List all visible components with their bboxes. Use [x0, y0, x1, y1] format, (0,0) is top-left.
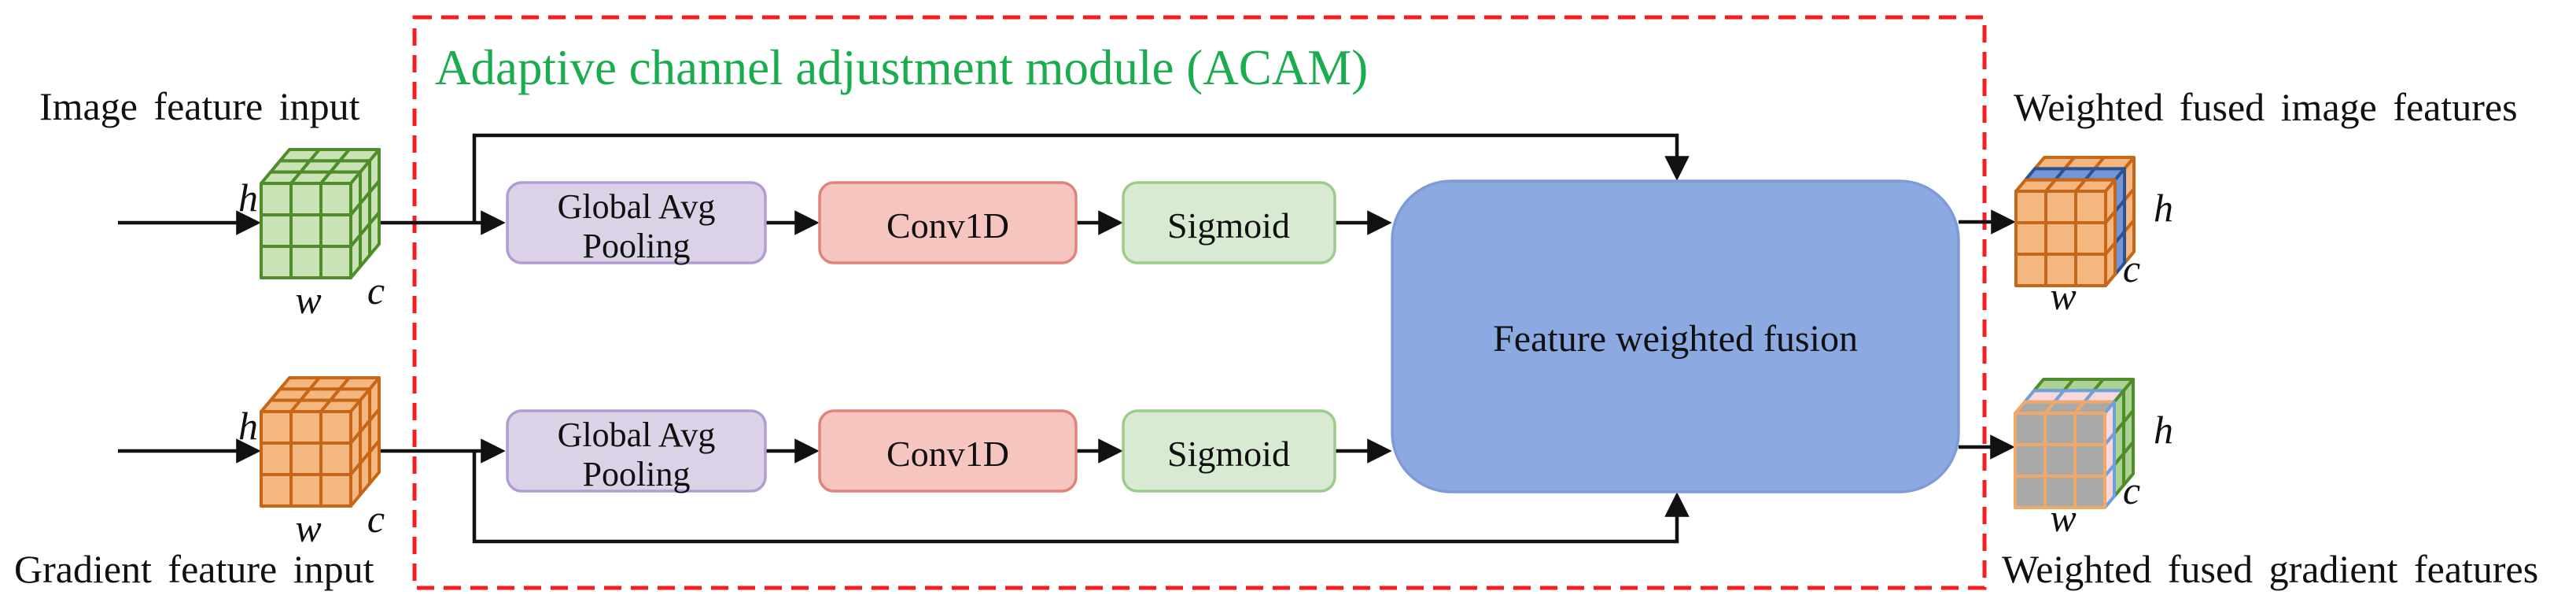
gradient-feature-cube	[260, 376, 381, 508]
sigmoid-block-image-label: Sigmoid	[1167, 205, 1290, 246]
fused-gradient-feature-cube	[2014, 378, 2135, 509]
image-feature-cube	[260, 148, 381, 279]
dim-h-gradient-input: h	[238, 404, 258, 448]
gap-block-image-label-line2: Pooling	[583, 227, 691, 265]
dim-h-fused-gradient: h	[2154, 408, 2173, 452]
gradient-feature-input-label: Gradient feature input	[14, 547, 374, 591]
fusion-block	[1391, 179, 1960, 493]
fused-image-feature-cube	[2014, 156, 2136, 287]
dim-c-fused-gradient: c	[2123, 468, 2140, 512]
gap-block-gradient-label-line1: Global Avg	[558, 416, 716, 454]
gap-block-gradient	[506, 409, 767, 493]
dim-c-image-input: c	[367, 268, 385, 312]
sigmoid-block-gradient	[1122, 409, 1336, 493]
conv1d-block-image-label: Conv1D	[886, 205, 1009, 246]
fusion-block-label: Feature weighted fusion	[1493, 318, 1858, 360]
gap-block-image	[506, 181, 767, 264]
conv1d-block-gradient-label: Conv1D	[886, 434, 1009, 474]
image-feature-input-label: Image feature input	[39, 84, 360, 128]
dim-h-image-input: h	[238, 176, 258, 220]
skip-connection-image	[472, 133, 1690, 223]
dim-w-fused-image: w	[2050, 274, 2076, 318]
dim-w-image-input: w	[295, 278, 321, 322]
conv1d-block-gradient	[818, 409, 1078, 493]
skip-connection-gradient	[472, 451, 1690, 544]
dim-c-fused-image: c	[2123, 246, 2140, 290]
dim-w-gradient-input: w	[295, 506, 321, 550]
acam-region-border	[412, 15, 1987, 590]
weighted-fused-gradient-label: Weighted fused gradient features	[2002, 547, 2538, 591]
gap-block-gradient-label-line2: Pooling	[583, 455, 691, 493]
dim-w-fused-gradient: w	[2050, 496, 2076, 540]
sigmoid-block-image	[1122, 181, 1336, 264]
weighted-fused-image-label: Weighted fused image features	[2014, 85, 2518, 129]
sigmoid-block-gradient-label: Sigmoid	[1167, 434, 1290, 474]
conv1d-block-image	[818, 181, 1078, 264]
dim-c-gradient-input: c	[367, 497, 385, 541]
gap-block-image-label-line1: Global Avg	[558, 187, 716, 226]
acam-title: Adaptive channel adjustment module (ACAM…	[435, 40, 1368, 95]
dim-h-fused-image: h	[2154, 186, 2173, 230]
